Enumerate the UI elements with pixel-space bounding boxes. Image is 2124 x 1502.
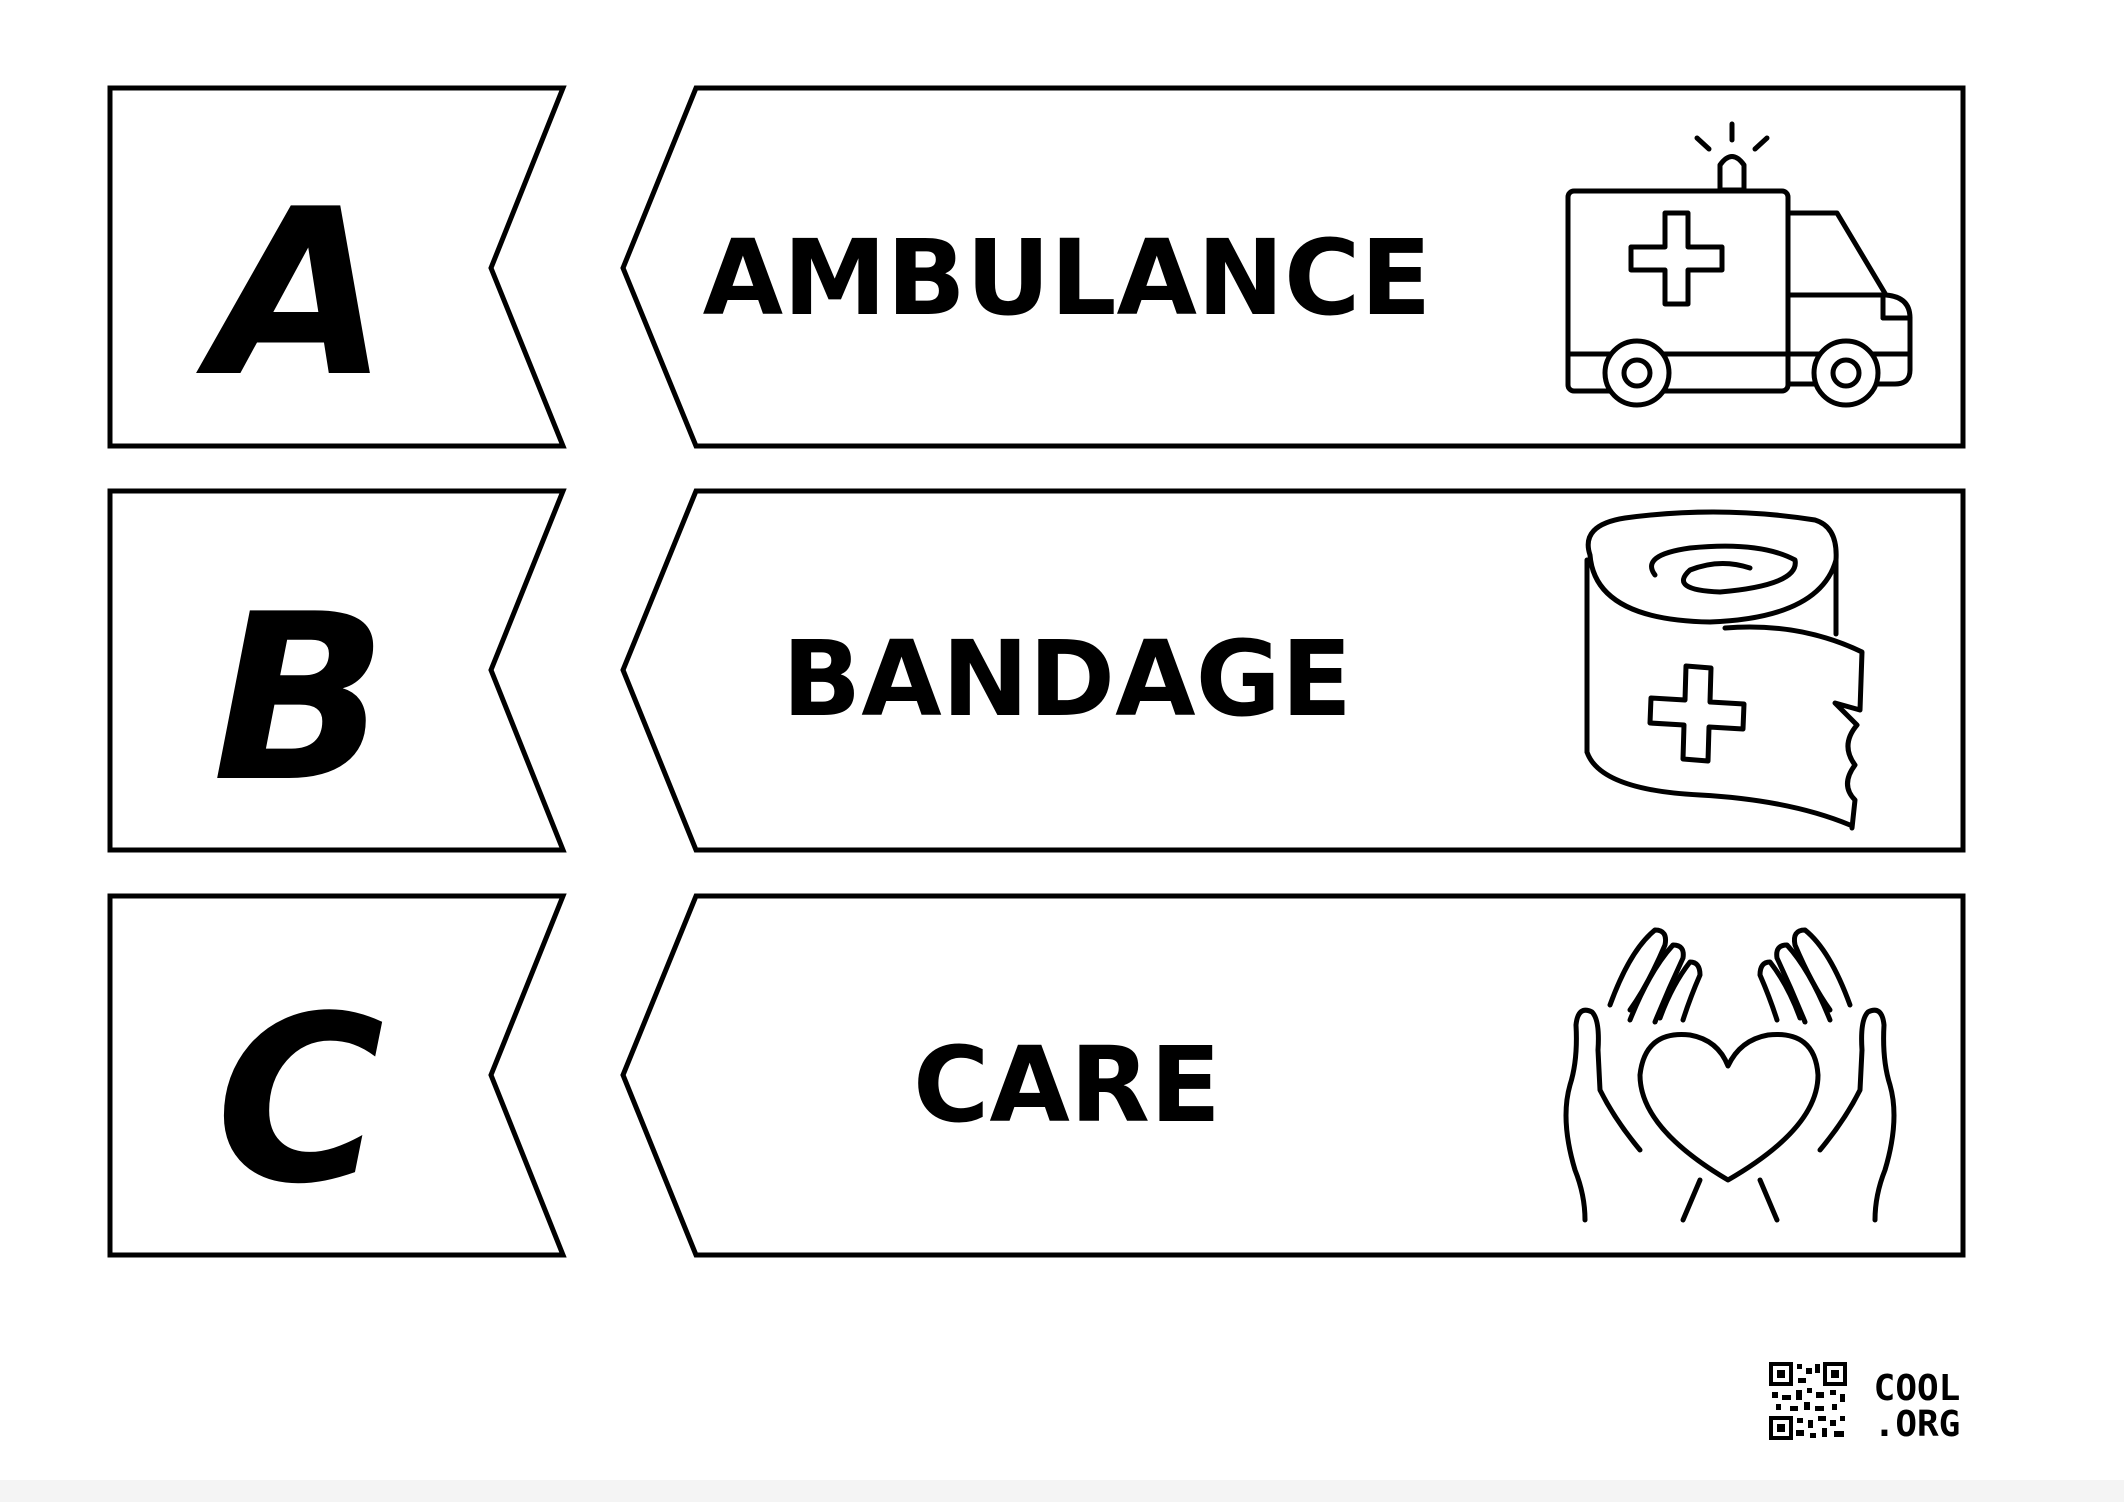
logo-line-2: .ORG	[1874, 1404, 1961, 1445]
letter-piece-b[interactable]	[107, 488, 567, 853]
hands-heart-icon	[1563, 927, 1897, 1223]
word-ambulance: AMBULANCE	[703, 217, 1432, 339]
puzzle-row-c: C CARE	[107, 893, 1966, 1258]
letter-piece-a[interactable]	[107, 85, 567, 449]
word-care: CARE	[913, 1024, 1221, 1146]
qr-code-icon	[1769, 1362, 1847, 1440]
bandage-roll-icon	[1584, 509, 1865, 831]
word-piece-bandage[interactable]	[620, 488, 1966, 853]
letter-a: A	[196, 161, 389, 428]
letter-c: C	[216, 968, 385, 1235]
word-bandage: BANDAGE	[782, 618, 1352, 740]
word-piece-care[interactable]	[620, 893, 1966, 1258]
letter-b: B	[212, 566, 387, 833]
logo-line-1: COOL	[1874, 1368, 1961, 1409]
puzzle-row-b: B BANDAGE	[107, 488, 1966, 853]
puzzle-row-a: A AMBULANCE	[107, 85, 1966, 449]
letter-piece-c[interactable]	[107, 893, 567, 1258]
branding: COOL .ORG	[1769, 1362, 1961, 1445]
bottom-edge	[0, 1480, 2124, 1502]
ambulance-icon	[1565, 121, 1913, 408]
